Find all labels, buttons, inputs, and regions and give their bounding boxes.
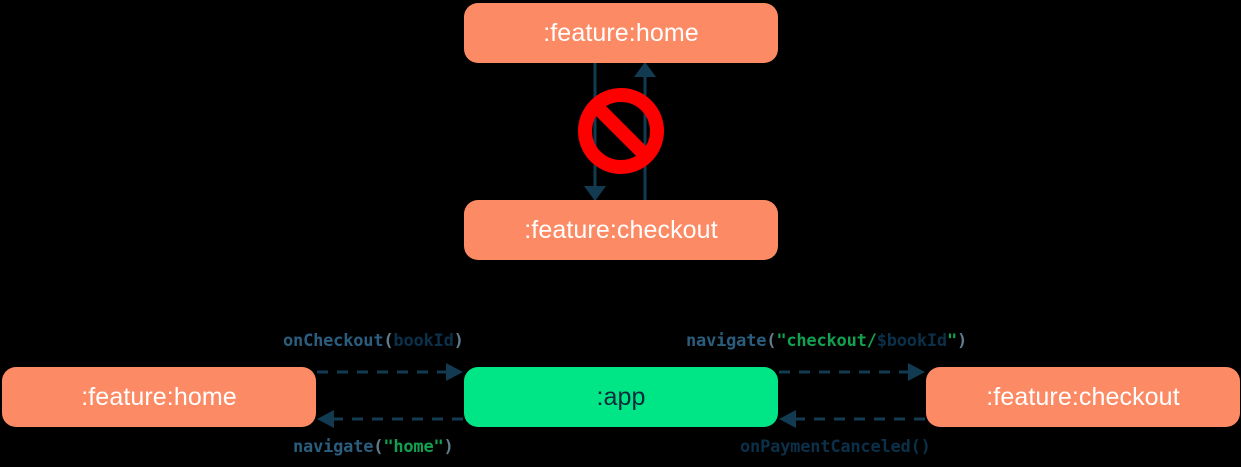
code-token: navigate	[686, 331, 767, 351]
node-label: :feature:checkout	[524, 215, 718, 244]
code-token: )	[453, 331, 464, 351]
node-feature-checkout-bottom[interactable]: :feature:checkout	[926, 367, 1240, 427]
code-token: onCheckout	[283, 331, 384, 351]
edge-app-to-checkout	[779, 363, 925, 381]
node-label: :feature:home	[81, 382, 237, 411]
node-app[interactable]: :app	[464, 367, 778, 427]
code-token: )	[956, 331, 968, 351]
code-token: bookId	[393, 331, 454, 351]
node-feature-home-top[interactable]: :feature:home	[464, 3, 778, 63]
code-token: (	[383, 331, 394, 351]
code-token: )	[443, 437, 454, 457]
edge-home-to-app	[317, 363, 463, 381]
code-token: "	[946, 331, 957, 351]
node-label: :feature:home	[543, 18, 699, 47]
code-token: $bookId	[876, 331, 947, 351]
edge-home-to-checkout-forbidden	[584, 63, 606, 201]
edge-checkout-to-home-forbidden	[634, 62, 656, 200]
code-token: "checkout/	[776, 331, 877, 351]
code-token: "home"	[383, 437, 444, 457]
edge-label-navigate-home: navigate("home")	[293, 437, 454, 457]
edge-label-on-checkout: onCheckout(bookId)	[283, 331, 464, 351]
code-token: (	[766, 331, 777, 351]
edge-label-navigate-checkout: navigate("checkout/$bookId")	[686, 331, 967, 351]
edge-app-to-home	[317, 410, 463, 428]
edge-label-on-payment-canceled: onPaymentCanceled()	[740, 437, 931, 457]
code-token: navigate	[293, 437, 374, 457]
code-token: onPaymentCanceled()	[740, 437, 931, 457]
node-feature-checkout-top[interactable]: :feature:checkout	[464, 200, 778, 260]
node-label: :feature:checkout	[986, 382, 1180, 411]
node-label: :app	[596, 382, 646, 411]
forbidden-sign-icon	[578, 88, 664, 174]
code-token: (	[373, 437, 384, 457]
node-feature-home-bottom[interactable]: :feature:home	[2, 367, 316, 427]
edge-checkout-to-app	[779, 410, 925, 428]
